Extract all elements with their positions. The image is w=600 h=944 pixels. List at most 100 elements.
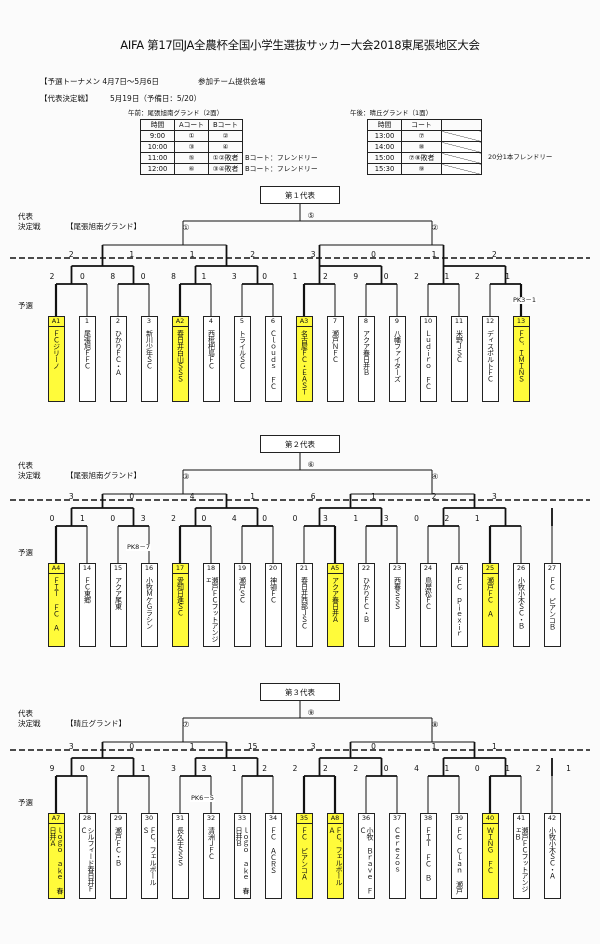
team-number: A6	[454, 564, 464, 572]
section-header: 第１代表	[260, 186, 340, 204]
team-name: ＷＩＮＧ ＦＣ	[486, 827, 495, 874]
match-score: 3	[68, 492, 74, 501]
match-score: 1	[492, 742, 497, 751]
team-number: 3	[146, 317, 152, 325]
team-number: 15	[113, 564, 123, 572]
host-info: 参加チーム提供会場	[198, 77, 266, 86]
final-match-label: ⑤	[307, 211, 315, 220]
match-score: 8	[171, 272, 176, 281]
team-number: 34	[268, 814, 278, 822]
team-cell: 5 トライルＳＣ	[233, 316, 251, 402]
match-score: 2	[262, 764, 268, 773]
am-note: Bコート：フレンドリー	[245, 153, 318, 162]
team-number: 1	[84, 317, 90, 325]
match-score: 4	[189, 492, 195, 501]
match-score: 0	[383, 764, 389, 773]
rep-label: 代表	[18, 212, 33, 221]
team-name: シルフィード春日井ＦＣ	[80, 827, 95, 892]
match-score: 4	[231, 514, 237, 523]
team-name: ｌｏｇｏ ａｋｅ 春日井Ｂ	[235, 827, 250, 894]
team-number: 10	[423, 317, 433, 325]
rep-label: 代表	[18, 461, 33, 470]
team-number: 39	[454, 814, 464, 822]
team-name: ＦＣ ピアンコＡ	[300, 827, 309, 880]
team-name: ＦＣ ｐｉｅｘｉｒ	[455, 577, 464, 637]
match-score: 2	[49, 272, 55, 281]
team-number: 41	[516, 814, 526, 822]
prelim-label: 予選	[18, 301, 33, 310]
team-cell: A6 ＦＣ ｐｉｅｘｉｒ	[450, 563, 468, 647]
team-number: 16	[144, 564, 154, 572]
team-number: 7	[332, 317, 338, 325]
match-score: 1	[292, 272, 298, 281]
dec-label: 決定戦	[18, 719, 41, 728]
team-number: 6	[270, 317, 276, 325]
dec-label: 決定戦	[18, 471, 41, 480]
semi-match-label: ③	[182, 472, 190, 481]
team-name: 瀬戸ＦＣフットアンジェ	[204, 577, 219, 642]
team-cell: 18 瀬戸ＦＣフットアンジェ	[202, 563, 220, 647]
match-score: 3	[310, 742, 316, 751]
final-date: 5月19日（予備日：5/20）	[110, 94, 202, 103]
match-score: 0	[262, 514, 268, 523]
match-score: 1	[79, 514, 85, 523]
match-score: 3	[201, 764, 207, 773]
team-number: 22	[361, 564, 371, 572]
match-score: 0	[110, 514, 116, 523]
team-number: 28	[82, 814, 92, 822]
match-score: 0	[383, 272, 389, 281]
team-name: ＦＣ．フェルボール Ｓ	[142, 827, 157, 886]
match-score: 0	[414, 514, 419, 523]
match-score: 0	[371, 742, 376, 751]
team-cell: 16 小牧ＭケＧラシン	[140, 563, 158, 647]
match-score: 2	[323, 272, 328, 281]
team-name: アクア春日井Ｂ	[362, 330, 371, 376]
team-number: 40	[482, 815, 498, 824]
match-score: 0	[262, 272, 268, 281]
team-number: 42	[547, 814, 557, 822]
team-name: 鳥居松ＦＣ	[424, 577, 433, 610]
team-number: 33	[237, 814, 247, 822]
team-number: 26	[516, 564, 526, 572]
team-number: 5	[239, 317, 245, 325]
team-number: 12	[485, 317, 495, 325]
match-score: 2	[353, 764, 359, 773]
team-name: 小牧ＭケＧラシン	[145, 577, 154, 629]
team-name: 小牧小木ＳＣ・Ｂ	[517, 577, 526, 629]
team-number: A7	[48, 815, 64, 824]
match-score: 2	[68, 250, 74, 259]
match-score: 0	[292, 514, 298, 523]
match-score: 4	[414, 764, 419, 773]
match-score: 3	[323, 514, 328, 523]
match-score: 3	[68, 742, 74, 751]
team-name: トライルＳＣ	[238, 330, 247, 369]
team-name: ディスポルトＦＣ	[486, 330, 495, 382]
team-number: 18	[206, 564, 216, 572]
semi-match-label: ④	[431, 472, 439, 481]
match-score: 1	[431, 250, 437, 259]
match-score: 1	[189, 742, 195, 751]
team-name: Ｃｅｒｅｚｏｓ	[393, 827, 402, 873]
match-score: 2	[171, 514, 176, 523]
team-name: 瀬戸ＦＣフットアンジェＢ	[514, 827, 529, 892]
team-name: ＦＣ ピアンコＢ	[548, 577, 557, 630]
team-number: A8	[327, 815, 343, 824]
team-name: 清洲ＪＦＣ	[207, 827, 216, 860]
